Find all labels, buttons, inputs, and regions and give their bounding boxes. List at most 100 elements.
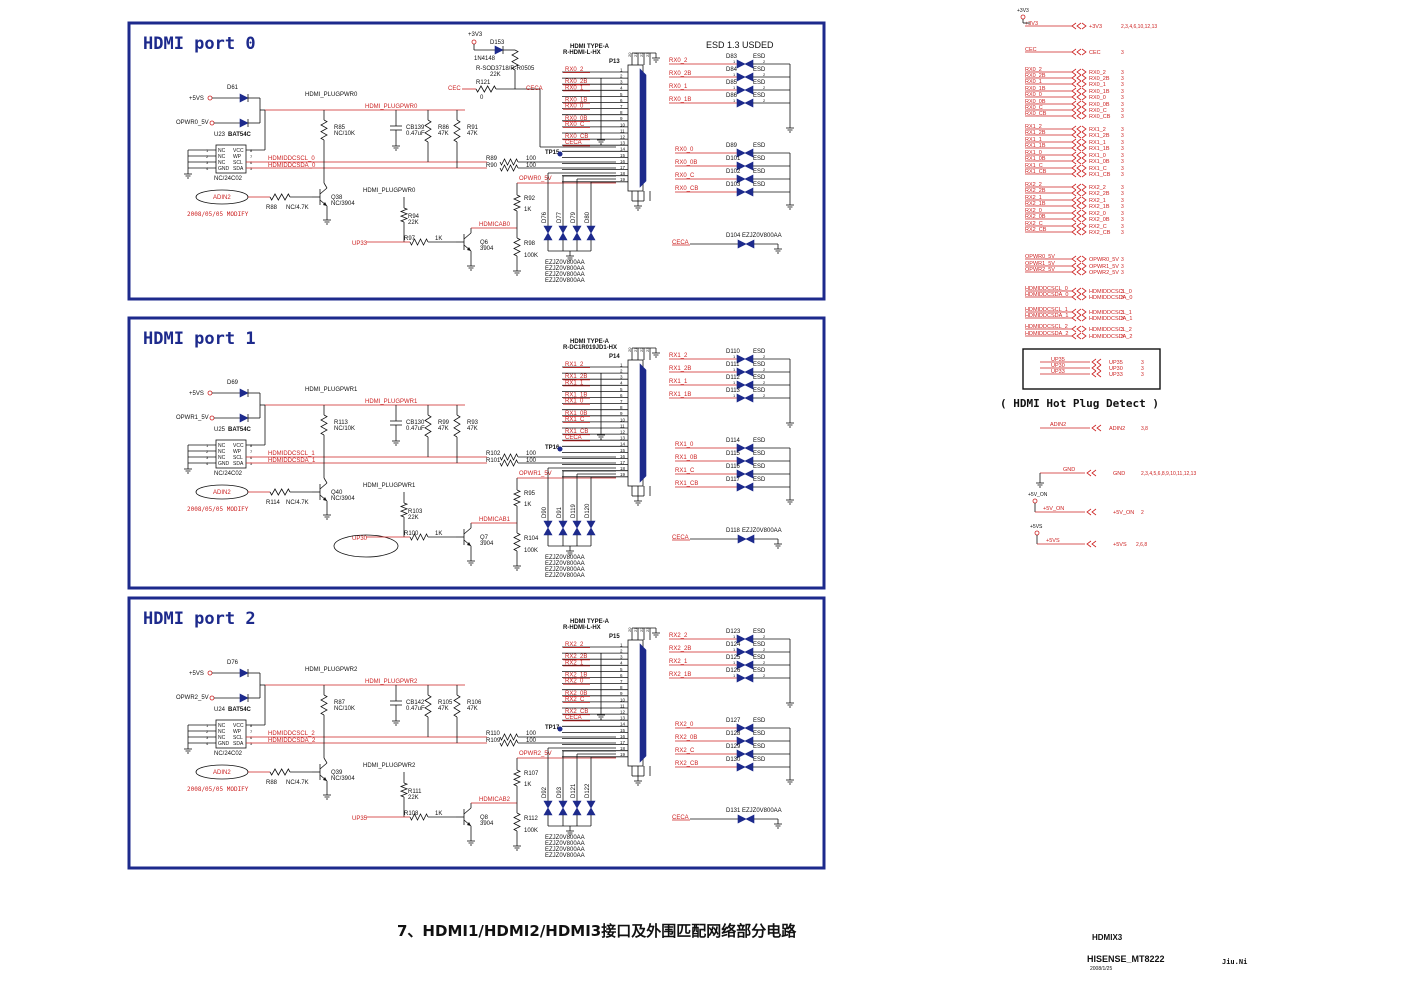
offpage-arrow-icon <box>1071 157 1082 165</box>
pin-number: 2 <box>763 98 766 103</box>
offpage-pages: 3 <box>1121 204 1124 210</box>
offpage-arrow-icon <box>1081 293 1087 301</box>
offpage-arrow-icon <box>1081 202 1087 210</box>
pin-number: 6 <box>620 393 623 398</box>
eeprom-part: NC/24C02 <box>214 751 243 757</box>
pin-number: 1 <box>620 67 623 72</box>
offpage-net: +5VS <box>1113 542 1127 548</box>
offpage-arrow-icon <box>1071 209 1082 217</box>
resistor <box>424 414 432 438</box>
resistor-ref: R107 <box>524 771 539 777</box>
author-name: Jiu.Ni <box>1222 958 1247 966</box>
offpage-arrow-icon <box>1071 222 1082 230</box>
offpage-label: RX0_2 <box>1025 67 1042 73</box>
esd-diode-icon <box>744 736 754 746</box>
esd-ref: D104 <box>726 233 741 239</box>
esd-diode-icon <box>744 673 754 683</box>
offpage-arrow-icon <box>1071 189 1082 197</box>
resistor-value: 47K <box>467 706 478 712</box>
offpage-arrow-icon <box>1071 22 1082 30</box>
transistor-part: 3904 <box>480 541 494 547</box>
offpage-pages: 3 <box>1121 114 1124 120</box>
offpage-arrow-icon <box>1071 314 1082 322</box>
offpage-net: RX0_1 <box>1089 82 1106 88</box>
transistor-part: 3904 <box>480 821 494 827</box>
resistor-value: 47K <box>467 426 478 432</box>
esd-label: ESD <box>753 438 766 444</box>
tvs-ref: D120 <box>585 503 591 518</box>
offpage-arrow-icon <box>1081 287 1087 295</box>
esd-diode-icon <box>744 187 754 197</box>
offpage-arrow-icon <box>1071 215 1082 223</box>
offpage-net: RX2_0B <box>1089 217 1110 223</box>
resistor <box>269 768 291 776</box>
plugpwr-label: HDMI_PLUGPWR0 <box>305 92 358 98</box>
pin-number: 21 <box>633 347 638 352</box>
esd-label: ESD <box>753 67 766 73</box>
esd-label: ESD <box>753 718 766 724</box>
offpage-label: OPWR1_5V <box>1025 261 1055 267</box>
resistor-ref: R98 <box>524 241 536 247</box>
esd-diode-icon <box>744 148 754 158</box>
plugpwr-det-label: HDMI_PLUGPWR2 <box>363 763 416 769</box>
hot-plug-net: UP35 <box>352 816 368 822</box>
esd-ref: D116 <box>726 464 741 470</box>
esd-ref: D118 <box>726 528 741 534</box>
esd-diode-icon <box>736 443 746 453</box>
offpage-label: RX1_C <box>1025 163 1043 169</box>
esd-ref: D129 <box>726 744 741 750</box>
offpage-pages: 3 <box>1121 327 1124 333</box>
esd-diode-icon <box>736 660 746 670</box>
offpage-label: RX2_0B <box>1025 214 1046 220</box>
esd-ref: D111 <box>726 362 740 368</box>
resistor-ref: R86 <box>438 125 450 131</box>
resistor-value: 22K <box>490 72 501 78</box>
transistor-ref: Q8 <box>480 815 489 821</box>
transistor-part: NC/3904 <box>331 776 355 782</box>
power-pin-icon <box>1020 14 1026 20</box>
esd-ref: D125 <box>726 655 741 661</box>
offpage-pages: 3 <box>1121 230 1124 236</box>
ddc-scl-net: HDMIDDCSCL_0 <box>268 156 315 162</box>
offpage-label: RX2_0 <box>1025 208 1042 214</box>
wire <box>463 527 472 535</box>
pin-number: 7 <box>250 154 253 159</box>
port-frame <box>127 316 826 590</box>
diode-icon <box>239 93 249 103</box>
connector-net: RX1_1 <box>565 380 584 386</box>
pin-number: 22 <box>639 347 644 352</box>
esd-net: RX2_0 <box>675 722 694 728</box>
resistor <box>424 119 432 143</box>
pin-number: 16 <box>620 454 626 459</box>
offpage-pages: 3 <box>1121 257 1124 263</box>
offpage-arrow-icon <box>1071 262 1082 270</box>
eeprom-part: NC/24C02 <box>214 471 243 477</box>
offpage-arrow-icon <box>1071 268 1082 276</box>
pin-number: 5 <box>620 92 623 97</box>
tvs-part: EZJZ0V800AA <box>545 278 585 284</box>
vcc-label: +5VS <box>189 391 204 397</box>
offpage-net: RX1_CB <box>1089 172 1111 178</box>
offpage-net: HDMIDDCSCL_0 <box>1089 289 1132 295</box>
offpage-arrow-icon <box>1091 370 1102 378</box>
offpage-net: OPWR0_5V <box>1089 257 1119 263</box>
offpage-net: RX2_2 <box>1089 185 1106 191</box>
offpage-arrow-icon <box>1081 80 1087 88</box>
tvs-diode-icon <box>558 807 568 816</box>
pin-number: 11 <box>620 128 625 133</box>
pin-number: 2 <box>206 729 209 734</box>
offpage-label: HDMIDDCSDA_0 <box>1025 292 1068 298</box>
power-pin-icon <box>207 95 213 101</box>
offpage-label: RX0_0 <box>1025 92 1042 98</box>
esd-net: RX1_C <box>675 468 695 474</box>
offpage-label: OPWR0_5V <box>1025 254 1055 260</box>
eeprom-pin-right: SCL <box>233 455 243 461</box>
pin-number: 3 <box>620 655 623 660</box>
power-pin-icon <box>1034 530 1040 536</box>
offpage-net: +5V_ON <box>1113 510 1134 516</box>
esd-ref: D114 <box>726 438 741 444</box>
pin-number: 1 <box>733 98 736 103</box>
offpage-pages: 3 <box>1121 166 1124 172</box>
resistor-ref: R113 <box>334 420 349 426</box>
offpage-label: HDMIDDCSDA_1 <box>1025 313 1068 319</box>
